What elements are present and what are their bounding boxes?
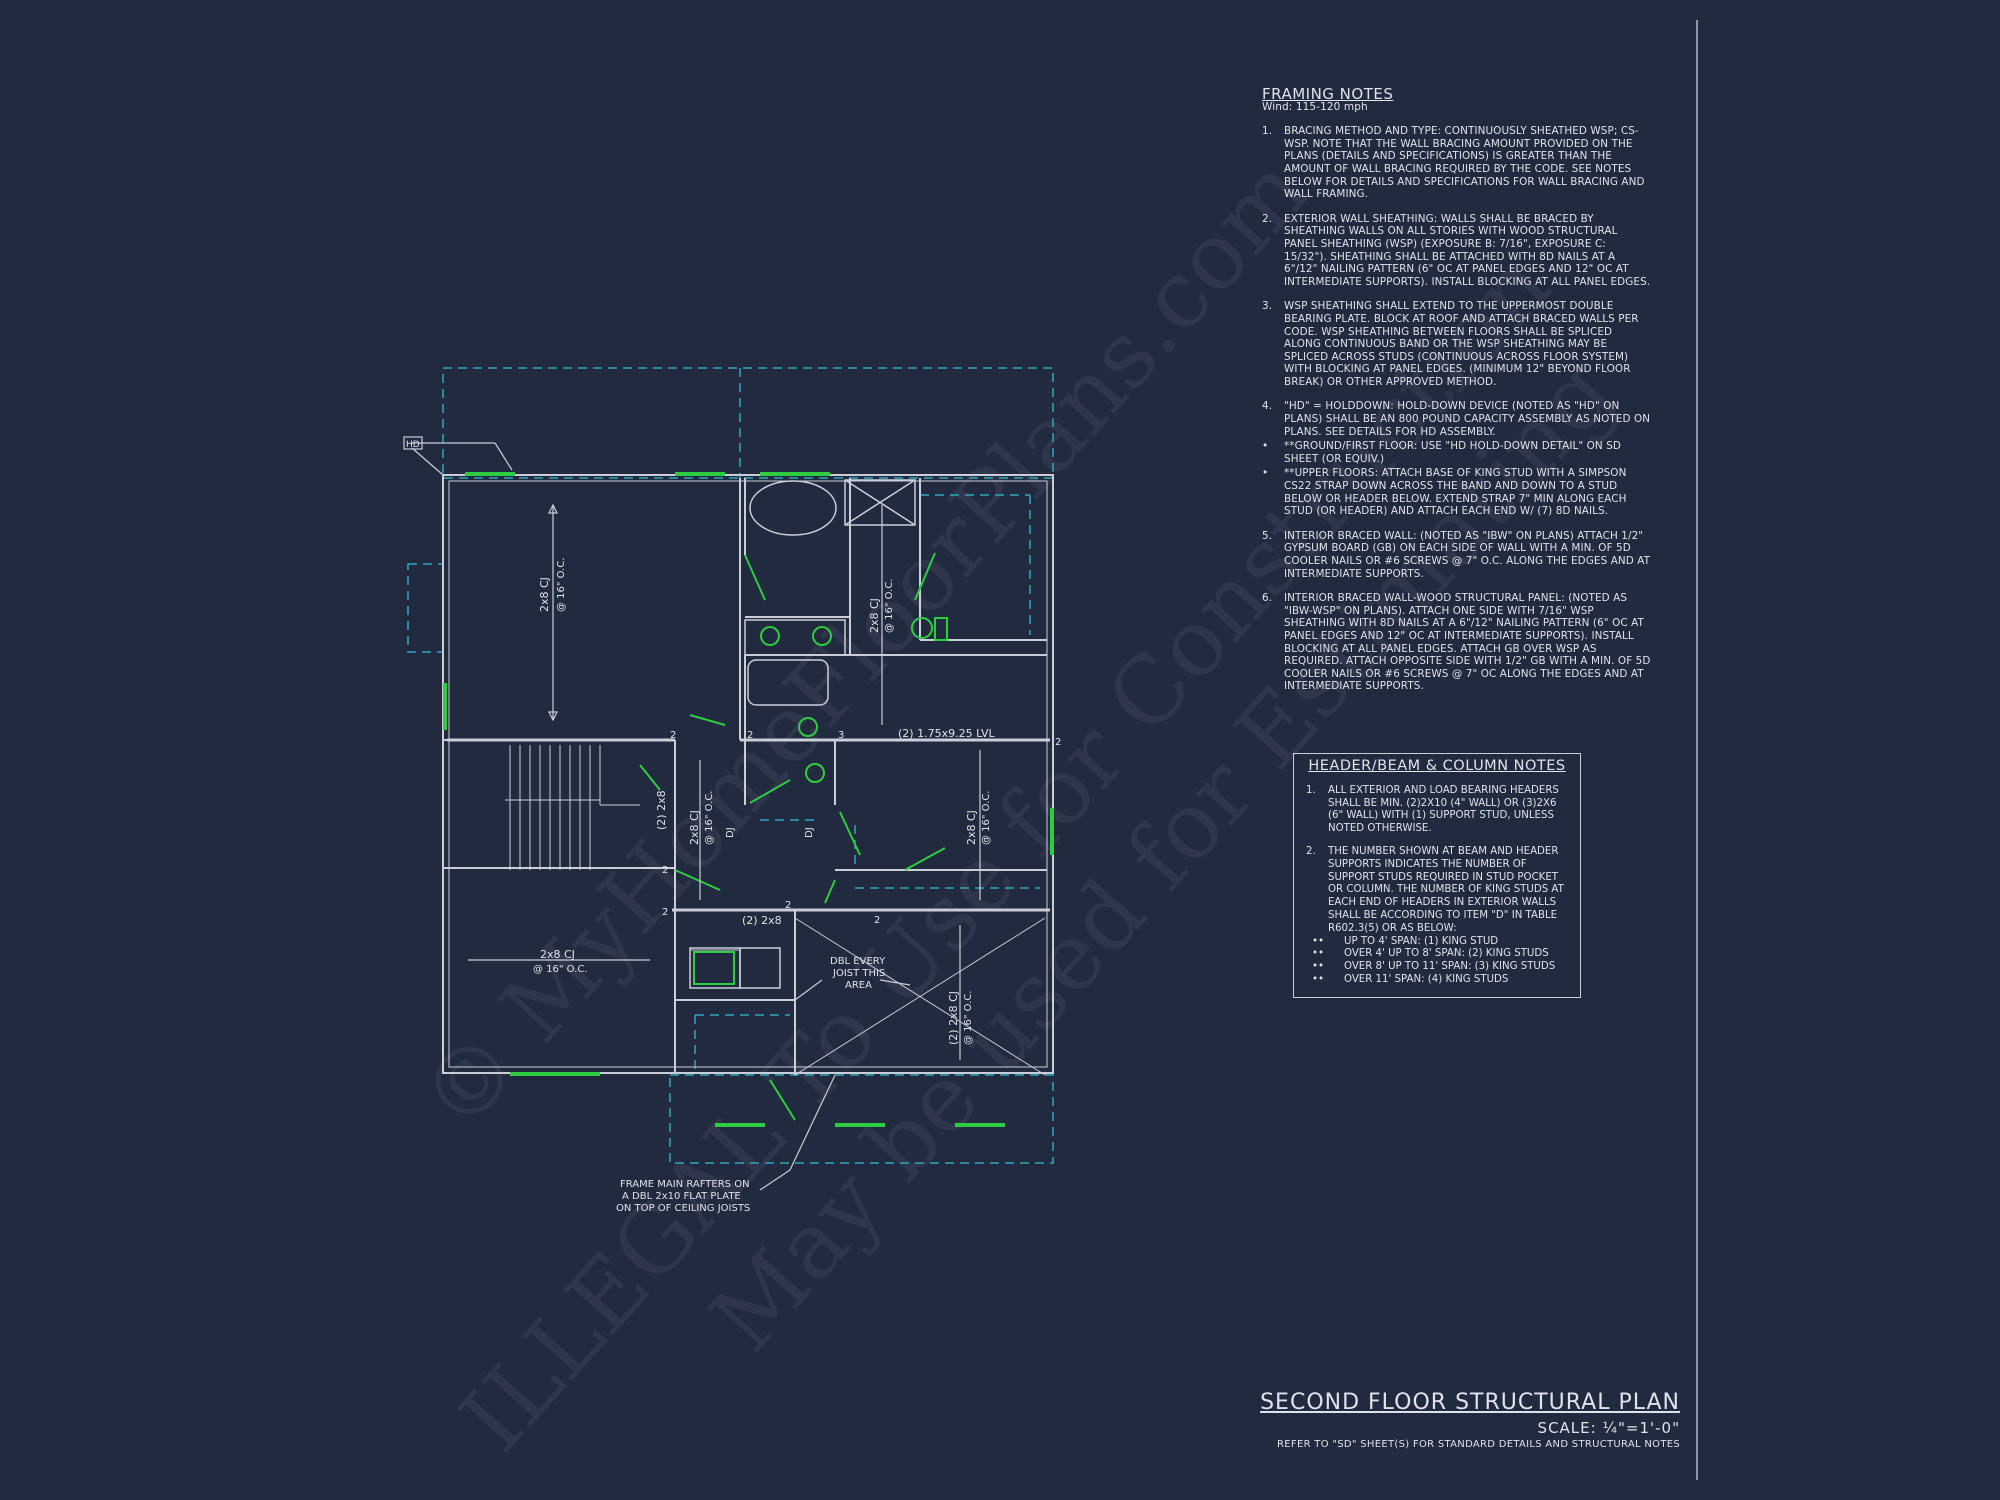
sink-1 bbox=[760, 626, 780, 646]
framing-note-bullet: •**GROUND/FIRST FLOOR: USE "HD HOLD-DOWN… bbox=[1262, 440, 1622, 465]
support-stud-count: 2 bbox=[662, 907, 668, 918]
tub-2 bbox=[747, 659, 829, 706]
toilet-2 bbox=[798, 717, 818, 737]
header-beam-title: HEADER/BEAM & COLUMN NOTES bbox=[1308, 758, 1566, 774]
support-stud-count: 2 bbox=[662, 865, 668, 876]
washer-green bbox=[693, 951, 735, 985]
framing-note: 2.EXTERIOR WALL SHEATHING: WALLS SHALL B… bbox=[1262, 212, 1651, 288]
bathtub bbox=[749, 480, 837, 536]
hd-label: HD bbox=[406, 440, 420, 450]
framing-note: 4."HD" = HOLDDOWN: HOLD-DOWN DEVICE (NOT… bbox=[1262, 400, 1651, 438]
support-stud-count: 2 bbox=[747, 730, 753, 741]
header-beam-notes: HEADER/BEAM & COLUMN NOTES 1.ALL EXTERIO… bbox=[1293, 753, 1581, 998]
support-stud-count: 2 bbox=[785, 900, 791, 911]
header-label: (2) 2x8 bbox=[742, 914, 782, 927]
cj-oc-label: @ 16" O.C. bbox=[981, 791, 992, 846]
framing-notes: FRAMING NOTES Wind: 115-120 mph 1.BRACIN… bbox=[1262, 85, 1652, 705]
span-row: ••OVER 11' SPAN: (4) KING STUDS bbox=[1312, 973, 1509, 985]
cj-oc-label: @ 16" O.C. bbox=[884, 579, 895, 634]
span-row: ••UP TO 4' SPAN: (1) KING STUD bbox=[1312, 935, 1499, 947]
cj-label: (2) 2x8 CJ bbox=[947, 991, 960, 1045]
refer-note: REFER TO "SD" SHEET(S) FOR STANDARD DETA… bbox=[1277, 1439, 1680, 1450]
support-stud-count: 2 bbox=[874, 915, 880, 926]
cj-oc-label: @ 16" O.C. bbox=[963, 991, 974, 1046]
cj-label: 2x8 CJ bbox=[688, 810, 701, 845]
rafters-note: ON TOP OF CEILING JOISTS bbox=[616, 1203, 750, 1214]
rafters-note: FRAME MAIN RAFTERS ON bbox=[620, 1179, 750, 1190]
x-brace-2 bbox=[794, 917, 1046, 1076]
toilet-3 bbox=[805, 763, 825, 783]
lvl-label: (2) 1.75x9.25 LVL bbox=[898, 727, 996, 740]
plan-scale: SCALE: ¼"=1'-0" bbox=[1537, 1419, 1680, 1437]
title-block: SECOND FLOOR STRUCTURAL PLAN SCALE: ¼"=1… bbox=[1260, 1390, 1680, 1450]
dbl-joist-label: DBL EVERY bbox=[830, 956, 886, 967]
framing-note: 3.WSP SHEATHING SHALL EXTEND TO THE UPPE… bbox=[1262, 300, 1639, 388]
dbl-joist-label: AREA bbox=[845, 980, 872, 991]
dj-label: DJ bbox=[804, 827, 815, 838]
header-beam-note: 2.THE NUMBER SHOWN AT BEAM AND HEADER SU… bbox=[1306, 845, 1564, 934]
framing-note: 5.INTERIOR BRACED WALL: (NOTED AS "IBW" … bbox=[1262, 529, 1651, 580]
dbl-joist-label: JOIST THIS bbox=[832, 968, 885, 979]
framing-notes-title: FRAMING NOTES bbox=[1262, 85, 1394, 103]
cj-oc-label: @ 16" O.C. bbox=[533, 964, 588, 975]
sheet-border bbox=[1696, 20, 1698, 1480]
framing-note: 1.BRACING METHOD AND TYPE: CONTINUOUSLY … bbox=[1262, 125, 1645, 201]
cj-label: 2x8 CJ bbox=[540, 948, 575, 961]
exterior-wall bbox=[442, 474, 1054, 1074]
cj-label: 2x8 CJ bbox=[965, 810, 978, 845]
toilet-1 bbox=[911, 617, 933, 639]
support-stud-count: 3 bbox=[838, 730, 844, 741]
framing-note: 6.INTERIOR BRACED WALL-WOOD STRUCTURAL P… bbox=[1262, 592, 1651, 693]
shower bbox=[844, 479, 916, 526]
floor-plan-drawing: HD 2x8 CJ @ 16" O.C. 2x8 CJ @ 16" O.C. 2… bbox=[403, 367, 1061, 1214]
support-stud-count: 2 bbox=[670, 730, 676, 741]
hd-tag bbox=[403, 436, 423, 450]
roof-outline-top bbox=[442, 367, 1054, 479]
plan-title: SECOND FLOOR STRUCTURAL PLAN bbox=[1260, 1390, 1680, 1415]
span-row: ••OVER 8' UP TO 11' SPAN: (3) KING STUDS bbox=[1312, 961, 1556, 973]
cj-oc-label: @ 16" O.C. bbox=[704, 791, 715, 846]
washer-dryer bbox=[689, 947, 741, 989]
dj-label: DJ bbox=[725, 827, 736, 838]
span-row: ••OVER 4' UP TO 8' SPAN: (2) KING STUDS bbox=[1312, 948, 1549, 960]
framing-notes-subtitle: Wind: 115-120 mph bbox=[1262, 100, 1368, 113]
header-beam-note: 1.ALL EXTERIOR AND LOAD BEARING HEADERS … bbox=[1306, 784, 1559, 835]
cj-label: (2) 2x8 bbox=[655, 790, 668, 830]
roof-outline-bottom bbox=[669, 1074, 1054, 1164]
framing-note-bullet: •**UPPER FLOORS: ATTACH BASE OF KING STU… bbox=[1262, 467, 1627, 518]
cj-label: 2x8 CJ bbox=[868, 598, 881, 633]
cj-label: 2x8 CJ bbox=[538, 577, 551, 612]
support-stud-count: 2 bbox=[1055, 737, 1061, 748]
sink-2 bbox=[812, 626, 832, 646]
cj-oc-label: @ 16" O.C. bbox=[556, 558, 567, 613]
bay-outline-left bbox=[407, 563, 444, 653]
vanity-counter bbox=[744, 619, 846, 656]
rafters-note: A DBL 2x10 FLAT PLATE bbox=[622, 1191, 741, 1202]
